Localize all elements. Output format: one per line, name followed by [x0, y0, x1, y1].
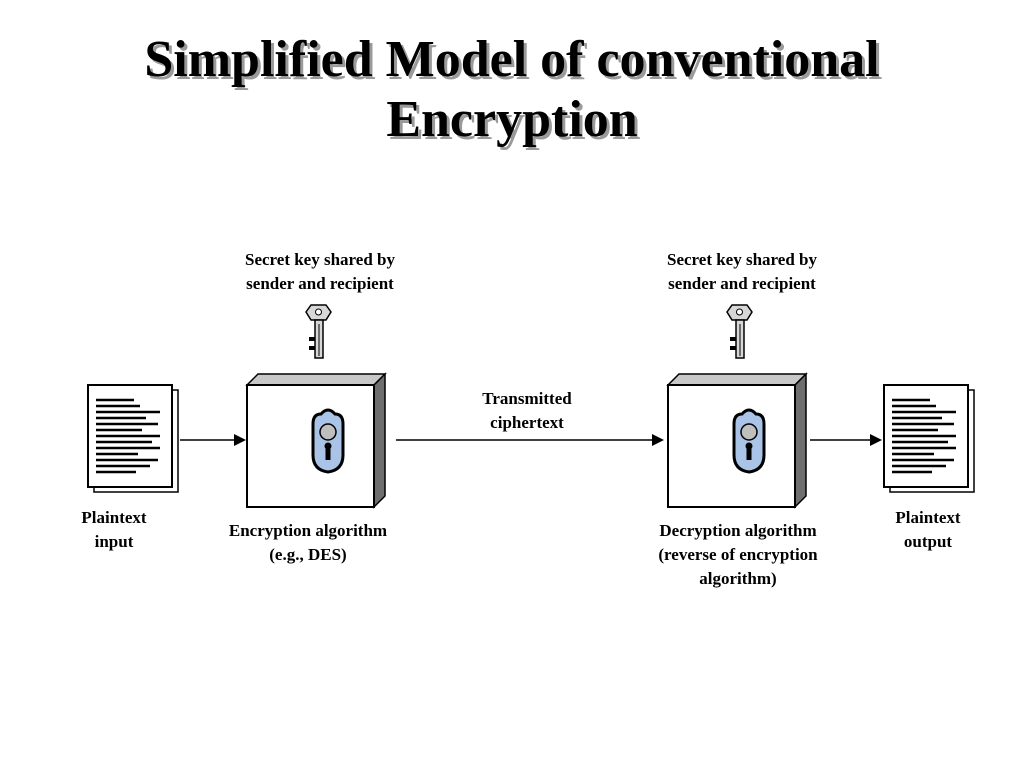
- secret-key-left-line-1: Secret key shared by: [244, 250, 395, 269]
- encryption-line-2: (e.g., DES): [269, 545, 347, 564]
- title-line-2: Encryption: [386, 91, 638, 148]
- transmitted-line-1: Transmitted: [482, 389, 572, 408]
- secret-key-left-icon: [305, 304, 332, 359]
- decryption-algorithm-box: [666, 372, 808, 509]
- encryption-line-1: Encryption algorithm: [228, 521, 388, 540]
- plaintext-input-document-icon: [87, 384, 179, 493]
- secret-key-right-line-2: sender and recipient: [668, 274, 816, 293]
- plaintext-output-label: Plaintext output: [868, 506, 988, 554]
- transmitted-line-2: ciphertext: [490, 413, 564, 432]
- encryption-algorithm-label: Encryption algorithm (e.g., DES): [188, 519, 428, 567]
- title-line-1: Simplified Model of conventional: [144, 31, 880, 88]
- decryption-algorithm-label: Decryption algorithm (reverse of encrypt…: [608, 519, 868, 591]
- plaintext-output-document-icon: [883, 384, 975, 493]
- encryption-algorithm-box: [245, 372, 387, 509]
- transmitted-ciphertext-label: Transmitted ciphertext: [437, 387, 617, 435]
- decryption-line-2: (reverse of encryption: [658, 545, 818, 564]
- secret-key-left-label: Secret key shared by sender and recipien…: [200, 248, 440, 296]
- slide-title: Simplified Model of conventional Encrypt…: [0, 30, 1024, 150]
- secret-key-right-label: Secret key shared by sender and recipien…: [622, 248, 862, 296]
- plaintext-input-line-1: Plaintext: [81, 508, 147, 527]
- plaintext-input-line-2: input: [94, 532, 134, 551]
- plaintext-output-line-2: output: [903, 532, 953, 551]
- decryption-line-1: Decryption algorithm: [659, 521, 817, 540]
- plaintext-input-label: Plaintext input: [54, 506, 174, 554]
- decryption-line-3: algorithm): [699, 569, 777, 588]
- decryption-lock-icon: [732, 408, 766, 474]
- plaintext-output-line-1: Plaintext: [895, 508, 961, 527]
- secret-key-right-icon: [726, 304, 753, 359]
- encryption-lock-icon: [311, 408, 345, 474]
- secret-key-left-line-2: sender and recipient: [246, 274, 394, 293]
- secret-key-right-line-1: Secret key shared by: [666, 250, 817, 269]
